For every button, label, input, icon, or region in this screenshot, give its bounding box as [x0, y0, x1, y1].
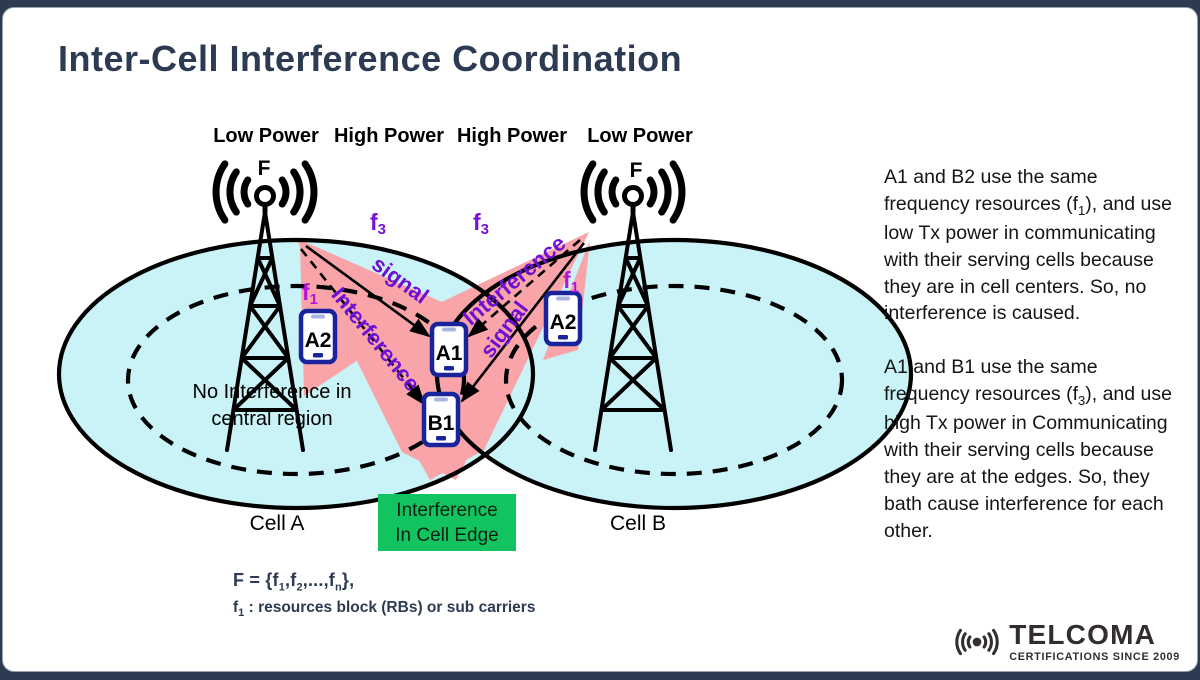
logo-tagline: CERTIFICATIONS SINCE 2009	[1009, 651, 1180, 664]
frequency-set-formula: F = {f1,f2,...,fn}, f1 : resources block…	[233, 570, 535, 619]
interference-arrow-left	[299, 248, 426, 406]
device-a2-left-label: A2	[305, 329, 332, 352]
f3-right-label: f3	[473, 209, 489, 238]
telcoma-logo: TELCOMA CERTIFICATIONS SINCE 2009	[951, 616, 1180, 668]
radio-waves-icon-left	[212, 160, 318, 224]
signal-arrows	[299, 239, 586, 406]
phone-home-bar-icon	[558, 335, 568, 340]
antenna-head-right	[622, 185, 644, 207]
signal-arrow-right	[460, 242, 586, 403]
explanation-paragraph-2: A1 and B1 use the same frequency resourc…	[884, 356, 1172, 542]
phone-speaker-icon	[434, 397, 448, 402]
edge-box-line1: Interference	[396, 500, 498, 521]
tower-lattice-left	[225, 210, 305, 452]
cell-a-center-dashed-ellipse	[125, 283, 467, 477]
phone-home-bar-icon	[313, 353, 323, 358]
device-a1: A1	[429, 321, 469, 378]
edge-box-line2: In Cell Edge	[395, 525, 499, 546]
phone-speaker-icon	[556, 296, 570, 301]
cell-b-center-dashed-ellipse	[503, 283, 845, 477]
power-label-4: Low Power	[587, 125, 693, 147]
cell-a-outline	[56, 237, 536, 511]
antenna-head-left	[254, 185, 276, 207]
cell-edge-interference-callout: Interference In Cell Edge	[378, 494, 516, 551]
tower-lattice-right	[593, 210, 673, 452]
f1-left-label: f1	[302, 279, 318, 308]
cell-a-label: Cell A	[250, 512, 305, 535]
diagram-labels: Low Power High Power High Power Low Powe…	[193, 125, 693, 535]
tower-f-left-label: F	[258, 157, 271, 180]
broadcast-icon	[955, 628, 999, 656]
device-b1-label: B1	[428, 412, 455, 435]
tower-f-right-label: F	[630, 159, 643, 182]
explanation-column: A1 and B2 use the same frequency resourc…	[884, 164, 1184, 545]
logo-name: TELCOMA	[1009, 619, 1157, 651]
interference-arrow-right	[467, 239, 581, 338]
f1-right-label: f1	[563, 267, 579, 296]
phone-speaker-icon	[442, 327, 456, 332]
cell-b-label: Cell B	[610, 512, 666, 535]
power-label-3: High Power	[457, 125, 567, 147]
device-a2-left: A2	[298, 308, 338, 365]
center-note-line2: central region	[211, 408, 332, 430]
radio-waves-icon-right	[580, 160, 686, 224]
formula-line2: f1 : resources block (RBs) or sub carrie…	[233, 598, 536, 619]
device-b1: B1	[421, 391, 461, 448]
formula-line1: F = {f1,f2,...,fn},	[233, 570, 355, 594]
page-title: Inter-Cell Interference Coordination	[58, 38, 683, 79]
center-note-line1: No Interference in	[193, 381, 352, 403]
phone-home-bar-icon	[436, 436, 446, 441]
device-a2-right-label: A2	[550, 311, 577, 334]
power-label-1: Low Power	[213, 125, 319, 147]
phone-home-bar-icon	[444, 366, 454, 371]
explanation-paragraph-1: A1 and B2 use the same frequency resourc…	[884, 166, 1172, 325]
signal-arrow-left	[305, 244, 431, 338]
logo-text: TELCOMA CERTIFICATIONS SINCE 2009	[1009, 621, 1180, 663]
ue-devices: A2 A1 B1 A2	[298, 290, 583, 448]
device-a2-right: A2	[543, 290, 583, 347]
base-station-left	[212, 160, 318, 452]
power-label-2: High Power	[334, 125, 444, 147]
base-station-right	[580, 160, 686, 452]
frequency-labels: f3 f3 f1 f1	[302, 209, 579, 308]
f3-left-label: f3	[370, 209, 386, 238]
device-a1-label: A1	[436, 342, 463, 365]
phone-speaker-icon	[311, 314, 325, 319]
